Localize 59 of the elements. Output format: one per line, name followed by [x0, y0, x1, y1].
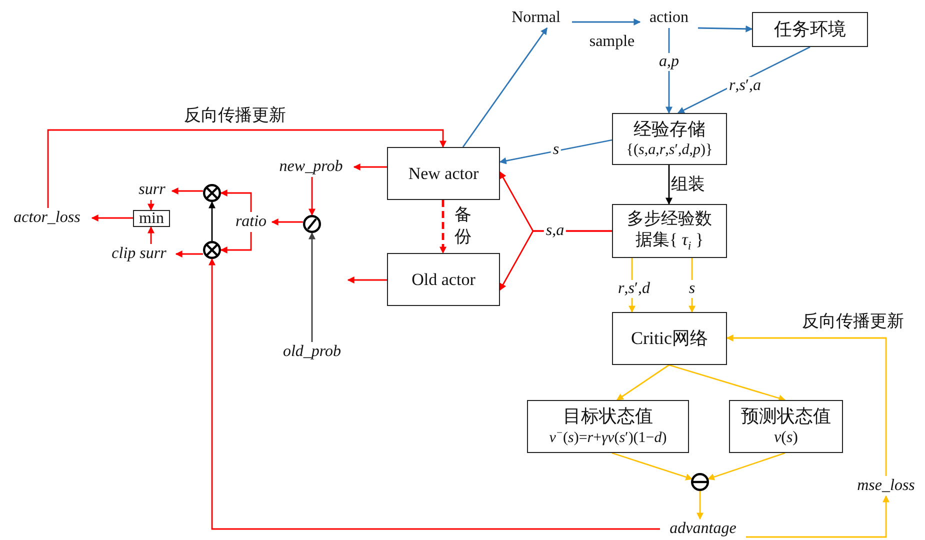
- variable-label: ratio: [230, 212, 272, 232]
- arrow: [308, 177, 316, 216]
- arrow: [171, 188, 203, 194]
- arrow: [499, 230, 612, 291]
- arrow: [208, 258, 660, 530]
- arrow: [698, 25, 753, 32]
- process-box: 目标状态值 v$^{−}$(s)=r+γv(s′)(1−d): [527, 400, 689, 453]
- arrow: [148, 200, 154, 211]
- arrow: [440, 200, 446, 254]
- arrow: [175, 250, 203, 258]
- arrow: [148, 226, 154, 244]
- arrow: [220, 232, 252, 254]
- arrow: [353, 164, 387, 170]
- process-box: Old actor: [387, 253, 500, 306]
- process-box: Critic网络: [612, 312, 727, 365]
- arrow: [616, 364, 670, 401]
- variable-label: action: [640, 8, 698, 28]
- arrow: [308, 232, 316, 342]
- arrow: [347, 276, 387, 284]
- variable-label: advantage: [660, 519, 746, 539]
- arrow: [208, 201, 216, 241]
- arrow: [271, 218, 303, 226]
- arrow: [726, 334, 887, 476]
- arrow: [668, 364, 786, 402]
- process-box: 预测状态值 v(s): [729, 400, 843, 453]
- arrow: [47, 129, 446, 208]
- arrow: [696, 491, 704, 520]
- variable-label: surr: [132, 180, 172, 200]
- process-box: 多步经验数据集{ τ$_{i}$ }: [612, 204, 727, 258]
- arrow: [572, 18, 641, 26]
- arrow: [499, 139, 612, 164]
- arrow: [707, 452, 786, 480]
- edge-label: 反向传播更新: [183, 104, 287, 126]
- edge-label: 组装: [670, 174, 706, 196]
- edge-label: s: [686, 280, 698, 298]
- arrow: [746, 495, 890, 538]
- edge-label: 备份: [454, 204, 472, 248]
- edge-label: a,p: [657, 53, 681, 71]
- edge-label: sample: [588, 33, 636, 51]
- arrow: [666, 165, 672, 205]
- variable-label: old_prob: [272, 342, 352, 362]
- variable-label: mse_loss: [848, 476, 924, 496]
- variable-label: actor_loss: [2, 208, 92, 228]
- process-box: 经验存储 {(s,a,r,s′,d,p)}: [612, 113, 727, 165]
- arrow: [91, 214, 133, 222]
- edge-label: 反向传播更新: [801, 310, 905, 332]
- variable-label: clip surr: [102, 244, 176, 264]
- edge-label: r,s′,a: [727, 77, 763, 95]
- process-box: 任务环境: [752, 12, 868, 47]
- arrow: [688, 258, 696, 313]
- process-box: New actor: [387, 147, 500, 200]
- arrow: [220, 190, 252, 212]
- min-operator-box: min: [133, 210, 170, 227]
- variable-label: Normal: [500, 8, 572, 28]
- edge-label: r,s′,d: [616, 280, 652, 298]
- arrow: [666, 28, 672, 114]
- arrow: [462, 27, 548, 148]
- arrow: [612, 452, 693, 480]
- variable-label: new_prob: [268, 157, 354, 177]
